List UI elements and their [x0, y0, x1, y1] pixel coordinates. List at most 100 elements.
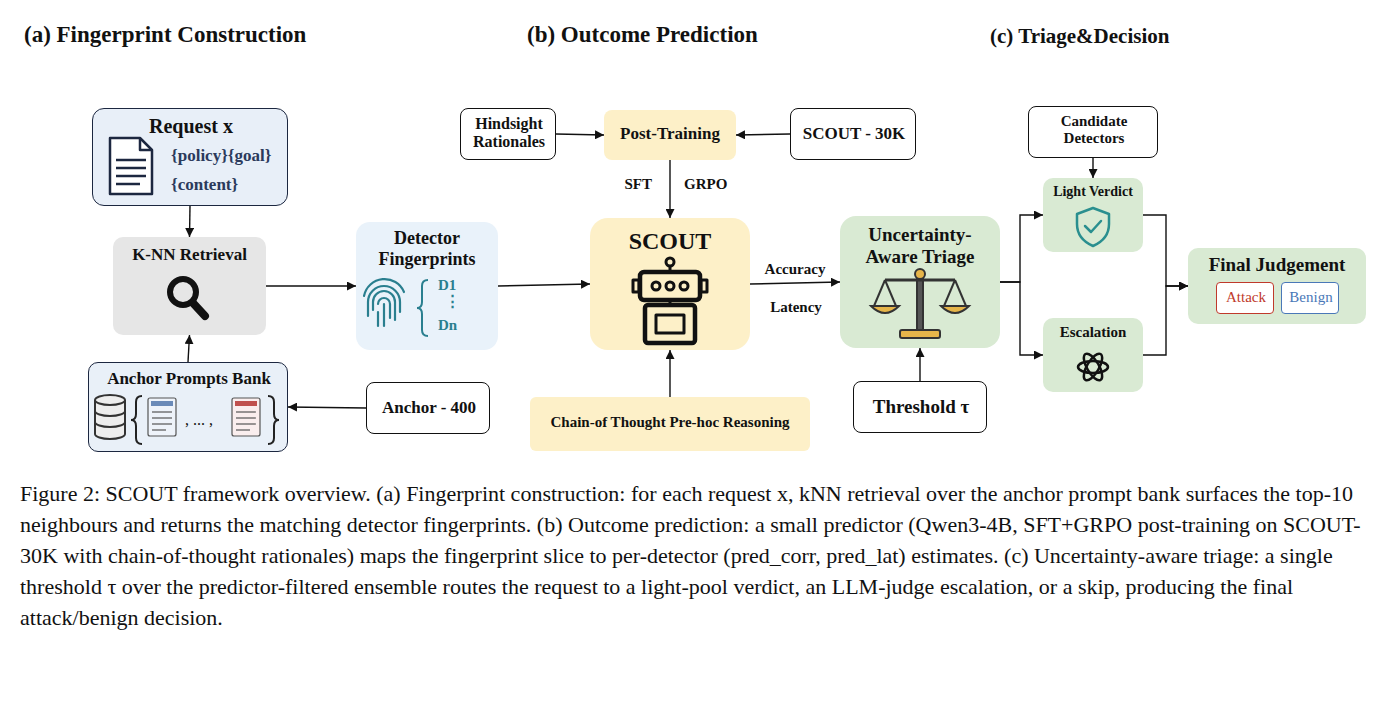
connector-arrow	[288, 407, 366, 408]
fingerprint-icon	[373, 291, 395, 320]
connector-arrow	[1000, 282, 1043, 355]
edge-label: SFT	[612, 176, 652, 193]
connector-arrow	[1000, 215, 1043, 282]
prompt-doc-icon	[235, 401, 257, 406]
robot-icon	[652, 282, 660, 290]
connector-arrow	[669, 160, 670, 218]
prompt-doc-icon	[152, 423, 172, 424]
connector-arrow	[1092, 158, 1093, 178]
node-title: Light Verdict	[1043, 184, 1143, 200]
prompt-doc-icon	[148, 398, 176, 436]
robot-icon	[666, 282, 674, 290]
robot-icon	[633, 258, 707, 343]
node-title: Benign	[1282, 289, 1340, 306]
connector-arrow	[189, 206, 191, 237]
llm-logo-icon	[1080, 351, 1105, 383]
fingerprint-icon	[364, 279, 404, 326]
node-title: Threshold τ	[854, 396, 988, 418]
class-tag: Benign	[1281, 282, 1339, 314]
fingerprint-icon	[368, 286, 400, 316]
section-heading: (c) Triage&Decision	[990, 24, 1290, 48]
scale-icon	[871, 306, 899, 313]
database-icon	[95, 422, 125, 427]
node-title: Attack	[1217, 289, 1275, 306]
process-box: Uncertainty-Aware Triage	[840, 216, 1000, 348]
edge-label: GRPO	[684, 176, 744, 193]
llm-logo-icon	[1078, 351, 1108, 383]
prompt-doc-icon	[151, 401, 173, 406]
node-text: Dn	[438, 317, 478, 334]
edge-label: Accuracy	[752, 261, 838, 278]
document-icon	[140, 138, 152, 150]
node-title: Candidate Detectors	[1029, 113, 1159, 148]
node-text: {content}	[171, 175, 287, 195]
node-title: Anchor - 400	[367, 398, 491, 418]
robot-icon	[640, 272, 700, 300]
database-icon	[95, 395, 125, 439]
input-box: SCOUT - 30K	[790, 108, 916, 160]
process-box: K-NN Retrieval	[113, 237, 266, 335]
node-title: Hindsight Rationales	[461, 115, 557, 152]
connector-arrow	[556, 134, 604, 135]
edge-label: Latency	[756, 299, 836, 316]
llm-logo-icon	[1080, 351, 1105, 383]
prompt-doc-icon	[236, 411, 256, 412]
bracket	[417, 280, 428, 336]
prompt-doc-icon	[152, 417, 172, 418]
magnifier-icon	[170, 279, 205, 316]
bracket	[417, 280, 428, 336]
section-heading: (b) Outcome Prediction	[527, 22, 847, 48]
scale-icon	[944, 280, 955, 306]
connector-arrow	[266, 285, 356, 286]
shield-icon	[1085, 221, 1101, 232]
storage-box: Anchor Prompts Bank, ... ,	[88, 362, 288, 452]
database-icon	[95, 411, 125, 416]
robot-icon	[701, 280, 707, 292]
process-box: Post-Training	[604, 110, 736, 160]
robot-icon	[669, 266, 672, 272]
input-box: Hindsight Rationales	[460, 108, 556, 160]
prompt-doc-icon	[236, 423, 256, 424]
node-title: Post-Training	[604, 124, 736, 144]
node-title: Escalation	[1043, 324, 1143, 341]
document-icon	[110, 138, 152, 194]
document-icon	[116, 167, 146, 170]
input-box: Anchor - 400	[366, 382, 490, 434]
process-box: Chain-of Thought Pre-hoc Reasoning	[530, 397, 810, 451]
shield-icon	[1077, 208, 1109, 246]
request-box: Request x{policy}{goal}{content}	[92, 108, 288, 206]
robot-icon	[633, 280, 639, 292]
fingerprint-icon	[364, 279, 404, 296]
robot-icon	[645, 305, 695, 343]
node-title: Uncertainty-Aware Triage	[844, 224, 996, 268]
connector-arrow	[1143, 286, 1188, 355]
document-icon	[116, 175, 146, 178]
decision-box: Light Verdict	[1043, 178, 1143, 252]
node-text: {policy}{goal}	[171, 146, 287, 166]
scale-icon	[885, 279, 955, 282]
prompt-doc-icon	[148, 398, 260, 436]
prompt-doc-icon	[152, 429, 166, 430]
model-box: SCOUT	[590, 218, 750, 350]
scale-icon	[941, 306, 969, 313]
connector-arrow	[1143, 215, 1188, 286]
llm-logo-icon	[1078, 361, 1108, 373]
robot-icon	[680, 282, 688, 290]
prompt-doc-icon	[232, 398, 260, 436]
prompt-doc-icon	[236, 417, 256, 418]
document-icon	[116, 159, 146, 162]
node-title: Chain-of Thought Pre-hoc Reasoning	[530, 414, 810, 431]
connector-arrow	[188, 335, 190, 362]
input-box: Threshold τ	[853, 381, 987, 433]
input-box: Candidate Detectors	[1028, 106, 1158, 158]
magnifier-icon	[170, 279, 196, 305]
node-text: D1	[438, 277, 478, 294]
robot-icon	[656, 315, 684, 333]
scale-icon	[915, 269, 925, 279]
node-title: Anchor Prompts Bank	[89, 369, 289, 389]
prompt-doc-icon	[152, 411, 172, 412]
node-title: Final Judgement	[1188, 254, 1366, 276]
